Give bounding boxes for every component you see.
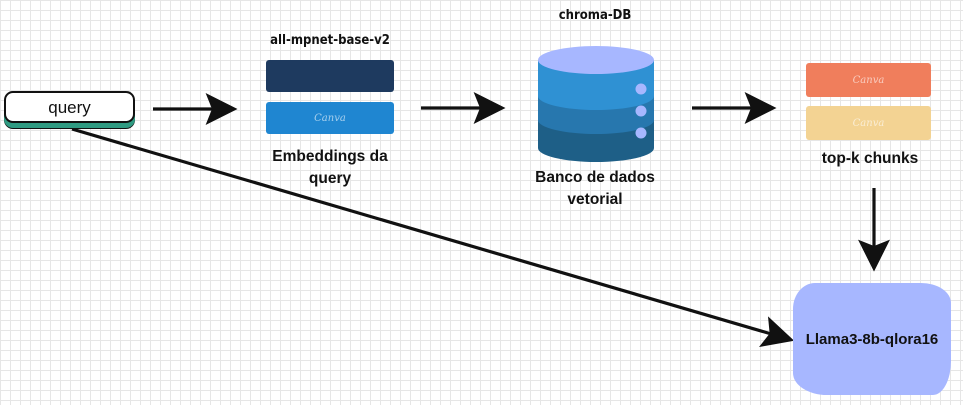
arrow-query-to-llm	[71, 127, 795, 348]
embedding-model-label: all-mpnet-base-v2	[270, 33, 390, 48]
query-node[interactable]: query	[4, 91, 135, 123]
embedding-bar-dark	[266, 60, 394, 92]
embedding-bar-light-watermark: Canva	[314, 112, 346, 124]
database-caption-line-2: vetorial	[567, 191, 623, 208]
chunk-bar-1-watermark: Canva	[852, 74, 885, 86]
chunk-bar-2-watermark: Canva	[852, 117, 885, 129]
llm-label: Llama3-8b-qlora16	[805, 330, 939, 348]
embedding-caption-line-1: Embeddings da	[272, 148, 388, 165]
chunks-caption: top-k chunks	[821, 150, 919, 167]
llm-node[interactable]: Llama3-8b-qlora16	[793, 283, 951, 395]
embedding-bar-light: Canva	[266, 102, 394, 134]
database-cylinder-icon	[538, 46, 654, 162]
query-label: query	[48, 98, 91, 117]
embedding-caption: Embeddings da query	[250, 146, 410, 190]
chunk-bar-2: Canva	[806, 106, 931, 140]
database-caption: Banco de dados vetorial	[510, 167, 680, 211]
database-name-label: chroma-DB	[558, 8, 632, 23]
database-caption-line-1: Banco de dados	[535, 169, 655, 186]
chunk-bar-1: Canva	[806, 63, 931, 97]
embedding-caption-line-2: query	[308, 170, 352, 187]
